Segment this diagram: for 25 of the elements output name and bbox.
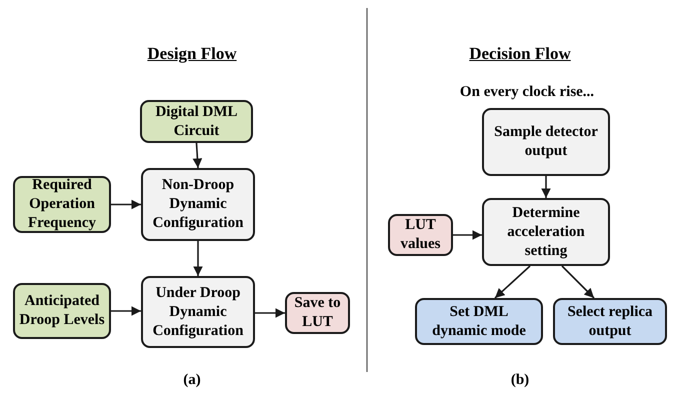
process-box: Under Droop Dynamic Configuration [141,276,255,348]
intro-text: On every clock rise... [460,84,594,101]
input-box: Required Operation Frequency [13,176,111,233]
lut-box: LUT values [388,214,453,256]
arrow [561,265,595,299]
output-box: Set DML dynamic mode [415,298,543,345]
input-box: Digital DML Circuit [140,100,253,143]
arrow [541,176,551,198]
process-box: Non-Droop Dynamic Configuration [141,168,255,241]
output-box: Select replica output [553,298,667,345]
section-title: Decision Flow [469,44,571,64]
section-title: Design Flow [147,44,237,64]
arrow [255,308,285,318]
arrow [453,230,482,240]
arrow [193,241,203,276]
process-box: Determine acceleration setting [482,198,610,266]
arrow [111,200,141,210]
process-box: Sample detector output [482,108,610,176]
arrow [111,306,141,316]
arrow [192,142,202,168]
lut-box: Save to LUT [285,292,350,334]
input-box: Anticipated Droop Levels [13,283,111,339]
panel-label: (b) [510,372,530,389]
panel-label: (a) [183,372,201,389]
arrow [494,265,531,299]
